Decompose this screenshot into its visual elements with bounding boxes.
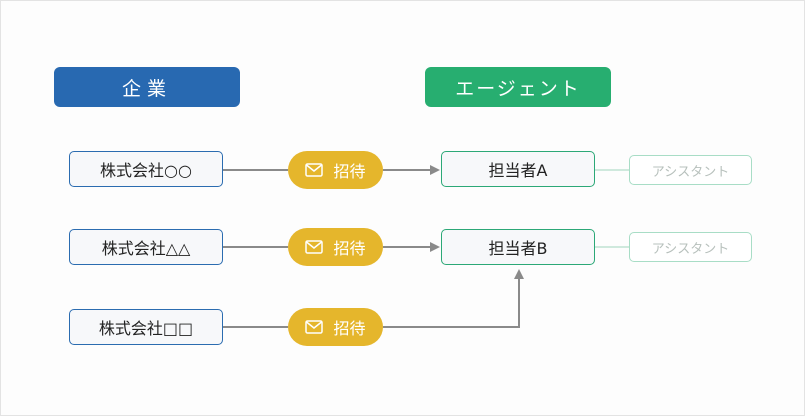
envelope-icon <box>305 320 324 334</box>
company-box-3: 株式会社□□ <box>69 309 223 345</box>
company-box-2: 株式会社△△ <box>69 229 223 265</box>
envelope-icon <box>305 240 324 254</box>
connector-invite3-agentB <box>383 269 524 328</box>
invite-pill-1: 招待 <box>288 151 383 189</box>
agent-box-b: 担当者B <box>441 229 595 265</box>
assistant-box-a: アシスタント <box>629 155 752 185</box>
assistant-box-b: アシスタント <box>629 232 752 262</box>
agent-header: エージェント <box>425 67 611 107</box>
invite-label: 招待 <box>333 162 366 181</box>
invite-pill-3: 招待 <box>288 308 383 346</box>
invite-label: 招待 <box>333 239 366 258</box>
agent-box-a: 担当者A <box>441 151 595 187</box>
company-header: 企業 <box>54 67 240 107</box>
company-box-1: 株式会社○○ <box>69 151 223 187</box>
invite-label: 招待 <box>333 319 366 338</box>
envelope-icon <box>305 163 324 177</box>
invite-pill-2: 招待 <box>288 228 383 266</box>
